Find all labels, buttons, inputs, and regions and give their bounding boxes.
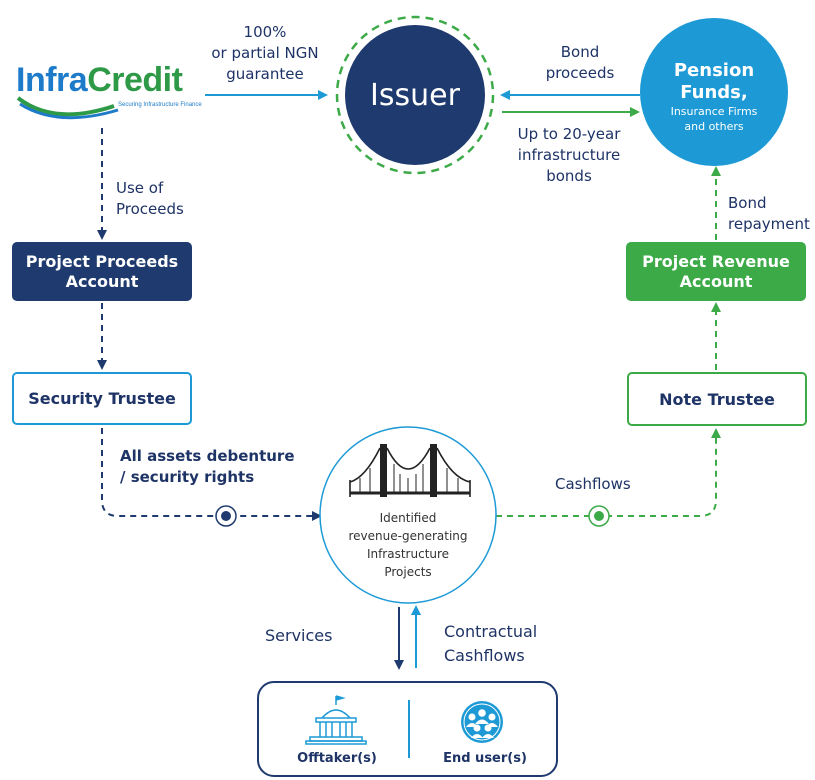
project-proceeds-account-box: Project Proceeds Account bbox=[12, 242, 192, 301]
offtakers-label: Offtaker(s) bbox=[297, 751, 377, 766]
issuer-ring bbox=[335, 15, 495, 175]
security-rights-label: All assets debenture/ security rights bbox=[120, 447, 295, 486]
note-trustee-box: Note Trustee bbox=[627, 372, 807, 426]
issuer-circle bbox=[345, 25, 485, 165]
cashflows-arrow bbox=[496, 428, 721, 517]
logo-tagline: Securing Infrastructure Finance bbox=[118, 102, 202, 108]
security-node-dot-inner bbox=[221, 511, 231, 521]
crowd-icon bbox=[461, 701, 503, 743]
logo-swoosh-icon bbox=[16, 96, 119, 120]
cashflow-node-dot-inner bbox=[594, 511, 604, 521]
cashflows-label: Cashflows bbox=[555, 475, 631, 493]
logo-wordmark: InfraCredit bbox=[16, 61, 183, 99]
pension-funds-circle bbox=[640, 18, 788, 166]
security-trustee-box: Security Trustee bbox=[12, 372, 192, 425]
pension-funds-label: Pension Funds, Insurance Firms and other… bbox=[670, 60, 758, 133]
project-revenue-account-box: Project Revenue Account bbox=[626, 242, 806, 301]
issuer-label: Issuer bbox=[370, 77, 460, 113]
bridge-icon bbox=[349, 444, 471, 497]
end-users-label: End user(s) bbox=[443, 751, 527, 766]
infracredit-logo: InfraCredit Securing Infrastructure Fina… bbox=[14, 60, 204, 122]
services-label: Services bbox=[265, 626, 333, 645]
government-building-icon bbox=[305, 695, 367, 745]
